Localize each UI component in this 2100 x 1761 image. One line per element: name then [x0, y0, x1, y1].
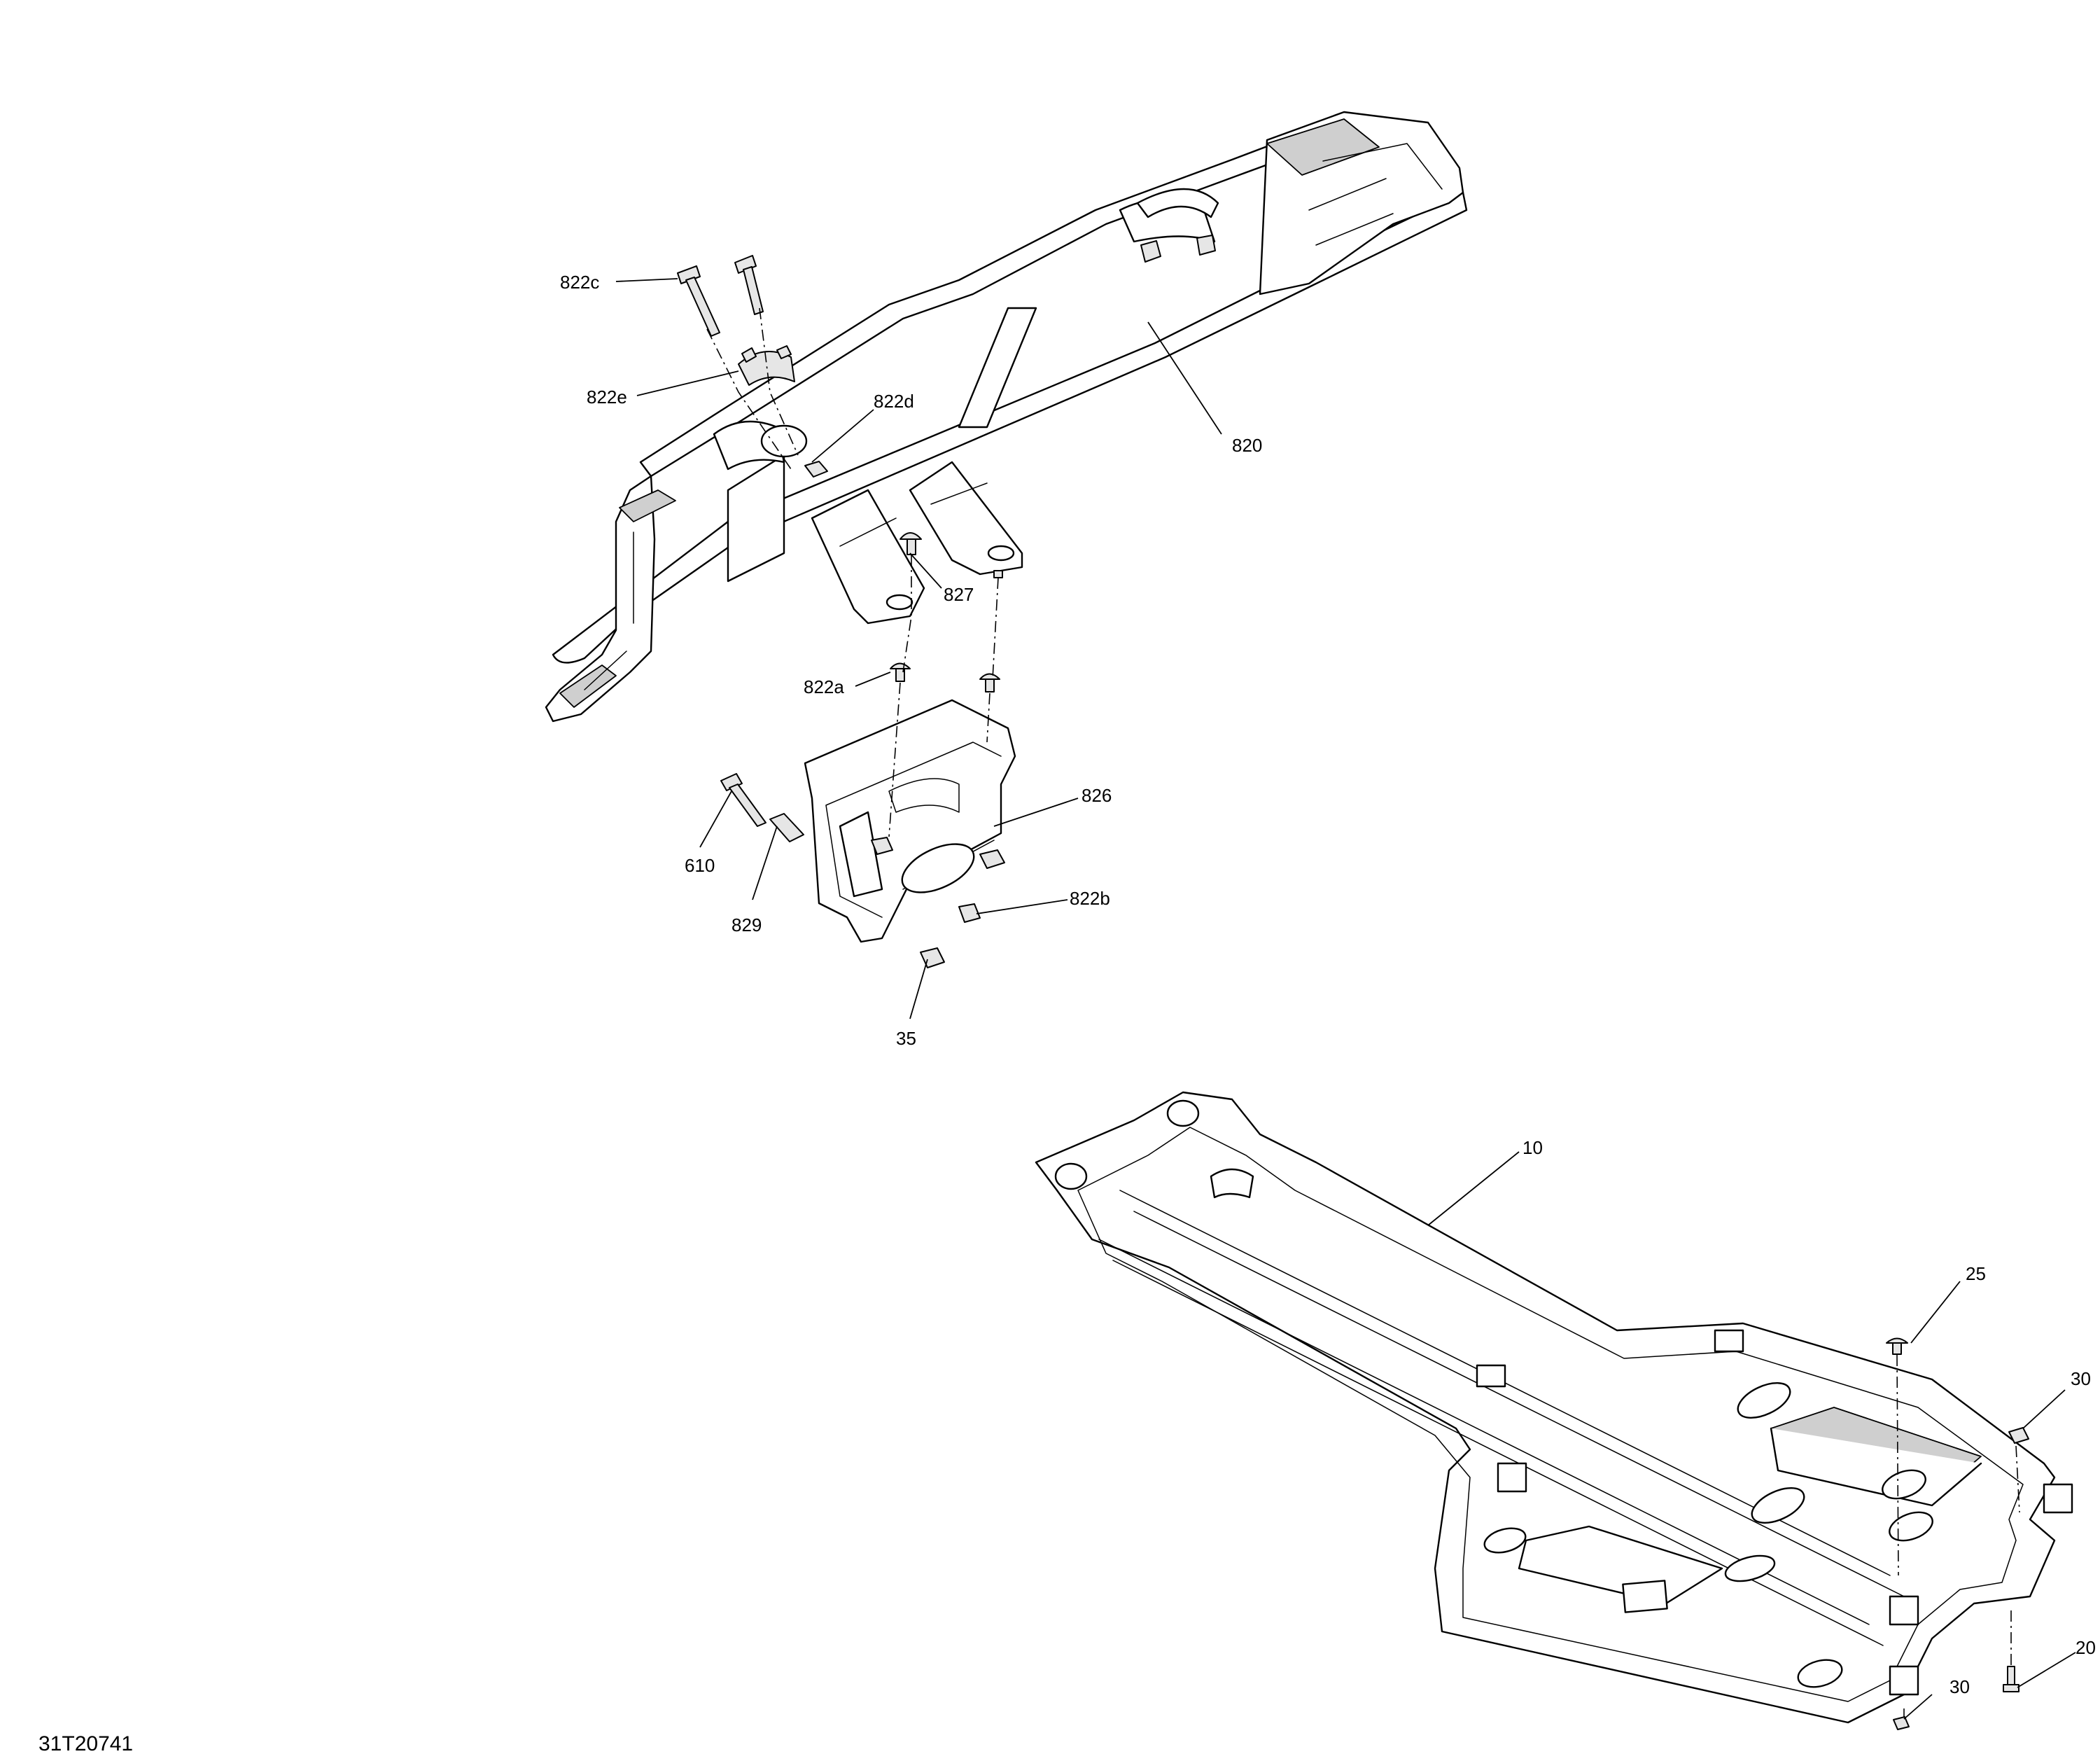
rivet-25	[1886, 1337, 1908, 1355]
leader-lines	[615, 278, 2076, 1720]
label-822a: 822a	[804, 676, 844, 697]
callout-labels: 822c 822e 822d 820 827 822a 826 610 829 …	[38, 272, 2096, 1755]
bolt-822c-left	[677, 265, 720, 337]
label-30-right: 30	[2071, 1368, 2091, 1389]
clamp-822e	[738, 345, 795, 386]
bolt-20	[2003, 1666, 2019, 1692]
bolt-822c-right	[734, 255, 764, 315]
centerlines	[706, 307, 2020, 1717]
label-610: 610	[685, 855, 715, 876]
nut-30b	[1893, 1716, 1910, 1730]
rivet-822a	[890, 662, 1000, 692]
label-822c: 822c	[560, 272, 599, 293]
frame-820	[545, 111, 1468, 723]
label-25: 25	[1966, 1263, 1986, 1284]
nut-822d	[804, 461, 828, 478]
label-30-bottom: 30	[1949, 1676, 1970, 1697]
label-20: 20	[2076, 1637, 2096, 1658]
drawing-code: 31T20741	[38, 1732, 133, 1755]
nut-30a	[2008, 1427, 2029, 1444]
label-829: 829	[732, 914, 762, 935]
label-826: 826	[1082, 785, 1112, 806]
label-822e: 822e	[587, 387, 627, 408]
bolt-827	[899, 532, 1003, 578]
skid-plate-10	[1035, 1091, 2073, 1724]
label-822b: 822b	[1070, 888, 1110, 909]
label-820: 820	[1232, 435, 1262, 456]
spacer-829	[769, 813, 804, 842]
bracket-826	[804, 699, 1016, 943]
hardware	[677, 255, 2029, 1730]
bolt-610	[720, 773, 766, 827]
label-822d: 822d	[874, 391, 914, 412]
label-35: 35	[896, 1028, 916, 1049]
nut-822b	[958, 903, 981, 923]
label-827: 827	[944, 584, 974, 605]
label-10: 10	[1522, 1137, 1543, 1158]
nut-35	[920, 947, 945, 968]
